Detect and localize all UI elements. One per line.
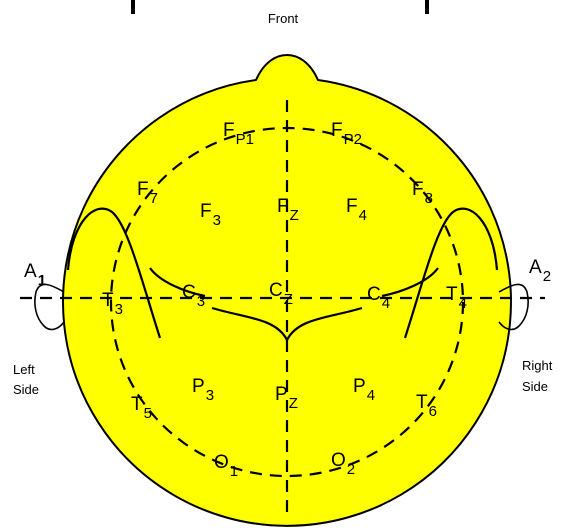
electrode-a1-letter: A <box>24 261 37 282</box>
electrode-o2-subscript: 2 <box>347 461 355 478</box>
electrode-fp2-subscript: P2 <box>344 131 362 148</box>
right-side-label-line2: Side <box>522 379 548 394</box>
electrode-fp1-subscript: P1 <box>236 131 254 148</box>
electrode-f3-letter: F <box>200 201 212 222</box>
top-tick-right <box>425 0 429 14</box>
left-side-label-line2: Side <box>13 382 39 397</box>
electrode-fp1-letter: F <box>223 120 235 141</box>
top-tick-left <box>131 0 135 14</box>
electrode-a2: A2 <box>529 257 551 285</box>
electrode-f3-subscript: 3 <box>213 212 221 229</box>
front-label: Front <box>268 11 299 26</box>
electrode-c3-letter: C <box>182 282 196 303</box>
electrode-t4-letter: T <box>446 284 458 305</box>
electrode-p3-subscript: 3 <box>206 387 214 404</box>
electrode-t5-letter: T <box>131 394 143 415</box>
electrode-t6-letter: T <box>416 392 428 413</box>
electrode-t4-subscript: 4 <box>459 295 467 312</box>
electrode-fz-letter: F <box>277 196 289 217</box>
electrode-pz-subscript: Z <box>289 395 298 412</box>
electrode-f7-subscript: 7 <box>150 190 158 207</box>
electrode-f7-letter: F <box>137 179 149 200</box>
electrode-a1-subscript: 1 <box>38 272 46 289</box>
electrode-fz-subscript: Z <box>290 207 299 224</box>
electrode-cz-letter: C <box>269 280 283 301</box>
electrode-t5-subscript: 5 <box>144 405 152 422</box>
electrode-p4-letter: P <box>353 376 366 397</box>
electrode-t3-letter: T <box>102 290 114 311</box>
electrode-c4-subscript: 4 <box>382 295 390 312</box>
electrode-t3-subscript: 3 <box>115 301 123 318</box>
electrode-c4-letter: C <box>367 284 381 305</box>
electrode-f4-letter: F <box>346 196 358 217</box>
electrode-fp2-letter: F <box>331 120 343 141</box>
electrode-p4-subscript: 4 <box>367 387 375 404</box>
electrode-f8-letter: F <box>412 179 424 200</box>
electrode-o1-letter: O <box>214 452 229 473</box>
electrode-o2-letter: O <box>331 450 346 471</box>
electrode-cz-subscript: Z <box>284 291 293 308</box>
electrode-a1: A1 <box>24 261 46 289</box>
left-ear <box>35 284 64 329</box>
electrode-p3-letter: P <box>192 376 205 397</box>
electrode-c3-subscript: 3 <box>197 293 205 310</box>
left-side-label-line1: Left <box>13 362 35 377</box>
electrode-a2-subscript: 2 <box>543 268 551 285</box>
electrode-f4-subscript: 4 <box>359 207 367 224</box>
electrode-pz-letter: P <box>275 384 288 405</box>
electrode-o1-subscript: 1 <box>230 463 238 480</box>
electrode-a2-letter: A <box>529 257 542 278</box>
electrode-t6-subscript: 6 <box>429 403 437 420</box>
electrode-f8-subscript: 8 <box>425 190 433 207</box>
right-side-label-line1: Right <box>522 358 553 373</box>
